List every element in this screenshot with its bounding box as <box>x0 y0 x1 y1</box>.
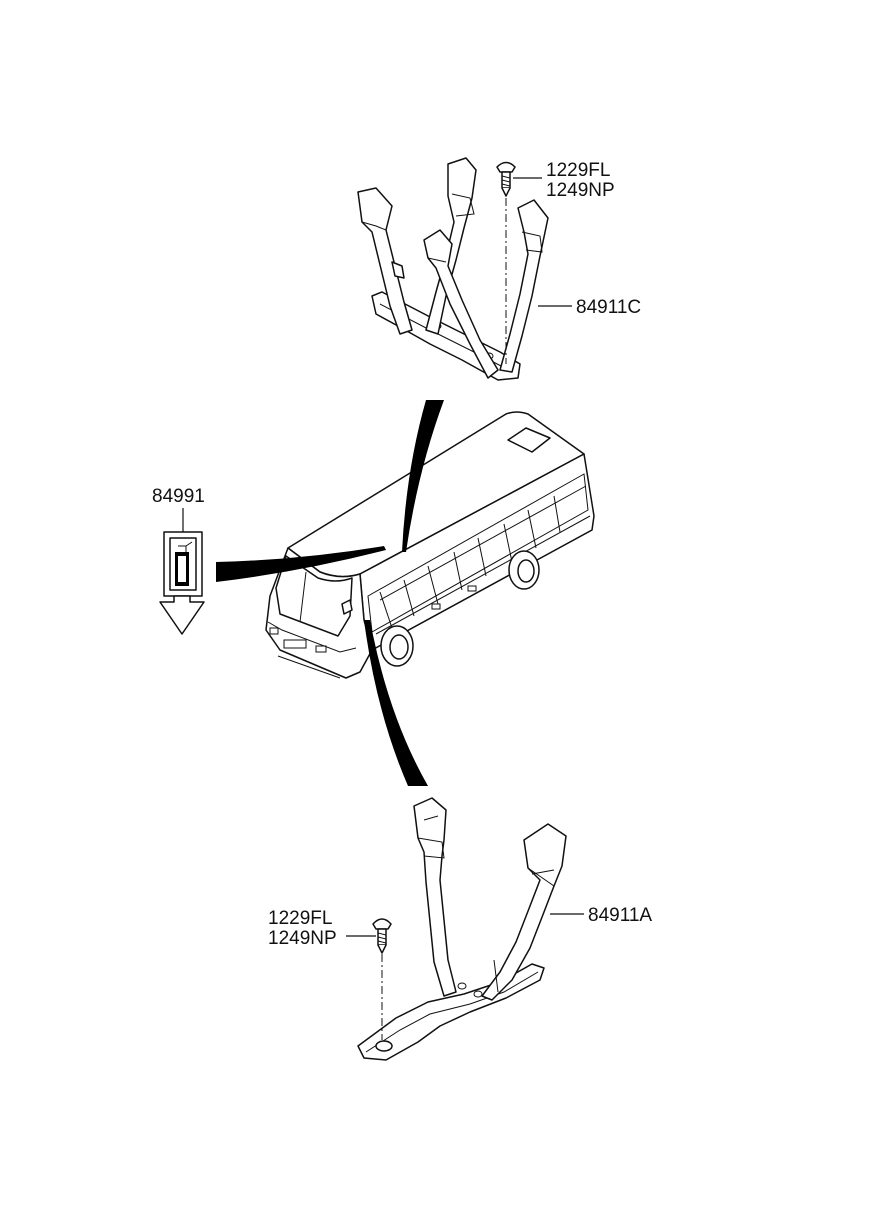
bottom-screw-label-a: 1229FL <box>268 908 332 929</box>
screw-icon <box>372 918 392 954</box>
bottom-pointer-band <box>364 620 428 786</box>
top-screw-label-b: 1249NP <box>546 180 615 201</box>
top-bracket-label: 84911C <box>576 297 641 318</box>
top-bracket-84911c <box>357 157 549 381</box>
left-pointer-band <box>216 546 386 582</box>
bus-icon <box>265 411 595 679</box>
top-pointer-band <box>402 400 444 552</box>
front-wheel <box>380 625 414 667</box>
extinguisher-label: 84991 <box>152 486 205 507</box>
bottom-bracket-84911a <box>357 797 567 1061</box>
arrow-down-icon <box>159 595 205 635</box>
top-screw-label-a: 1229FL <box>546 160 610 181</box>
screw-icon <box>496 161 516 197</box>
fire-extinguisher-icon <box>163 531 203 597</box>
bottom-bracket-label: 84911A <box>588 905 652 926</box>
rear-wheel <box>508 550 540 590</box>
bottom-screw-label-b: 1249NP <box>268 928 337 949</box>
